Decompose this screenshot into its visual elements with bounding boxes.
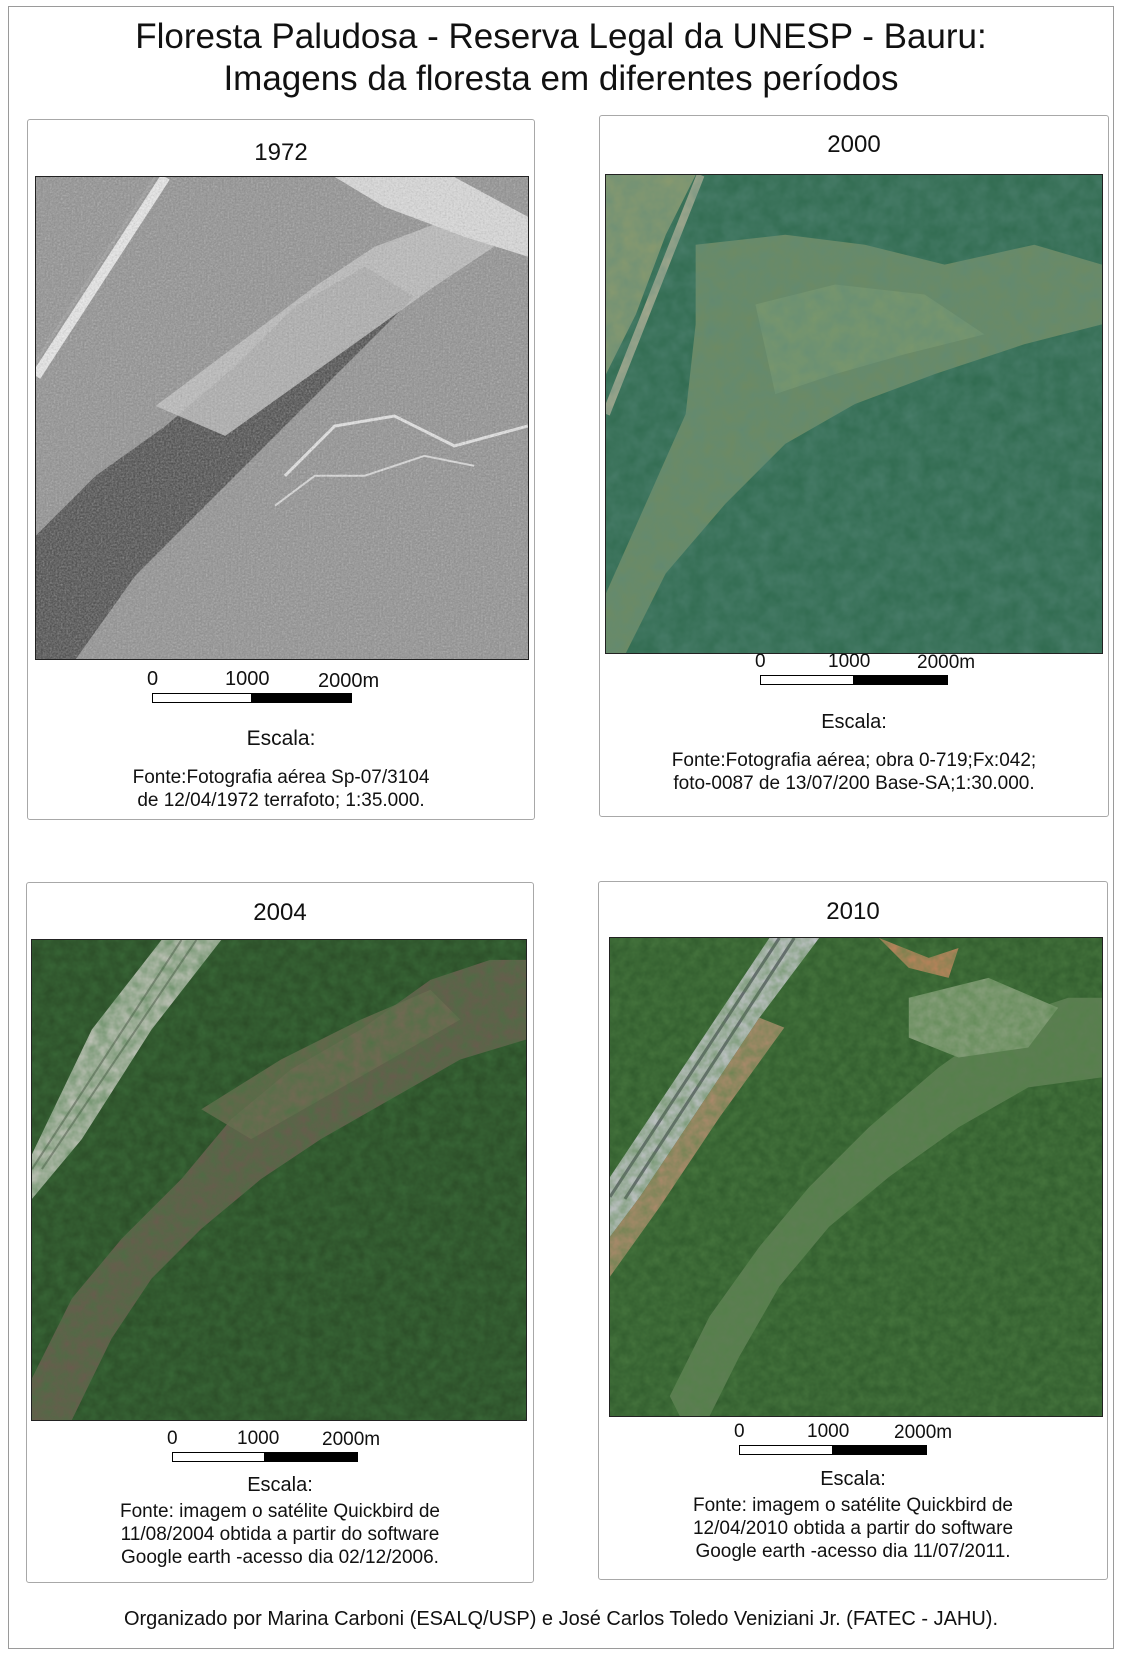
source-caption: Fonte: imagem o satélite Quickbird de 11… [27, 1500, 533, 1569]
scale-label-max: 2000m [322, 1429, 381, 1450]
scale-label-max: 2000m [894, 1422, 953, 1443]
scale-bar: 0 1000 2000m [755, 651, 1020, 701]
scale-label-mid: 1000 [225, 668, 270, 690]
scale-bar: 0 1000 2000m [734, 1421, 999, 1467]
panel-1972: 1972 0 1000 2000m Escala: Fonte:Fotograf… [27, 119, 535, 820]
scale-label-0: 0 [167, 1428, 178, 1449]
scale-label-max: 2000m [917, 652, 976, 673]
source-line-1: Fonte:Fotografia aérea Sp-07/3104 [132, 767, 430, 788]
satellite-image-2004 [31, 939, 527, 1421]
scale-segment-white [172, 1452, 265, 1462]
source-line-1: Fonte: imagem o satélite Quickbird de [693, 1495, 1013, 1516]
panel-year: 2000 [827, 131, 881, 158]
scale-heading: Escala: [247, 1474, 313, 1496]
source-caption: Fonte:Fotografia aérea Sp-07/3104 de 12/… [28, 766, 534, 812]
satellite-image-2010 [609, 937, 1103, 1417]
source-line-1: Fonte: imagem o satélite Quickbird de [120, 1501, 440, 1522]
scale-segment-black [833, 1445, 927, 1455]
scale-label-mid: 1000 [237, 1428, 280, 1449]
source-caption: Fonte:Fotografia aérea; obra 0-719;Fx:04… [600, 749, 1108, 795]
scale-heading: Escala: [246, 727, 316, 750]
scale-segment-white [760, 675, 854, 685]
source-line-2: 11/08/2004 obtida a partir do software [120, 1524, 440, 1545]
scale-label-0: 0 [755, 651, 766, 672]
scale-bar: 0 1000 2000m [147, 668, 412, 708]
panel-2004: 2004 0 1000 2000m Escala: Fonte: imagem … [26, 882, 534, 1583]
scale-heading: Escala: [821, 711, 887, 733]
scale-heading: Escala: [820, 1468, 886, 1490]
scale-segment-white [152, 693, 252, 703]
source-caption: Fonte: imagem o satélite Quickbird de 12… [599, 1494, 1107, 1563]
scale-segment-black [252, 693, 352, 703]
panel-year: 2010 [826, 898, 880, 925]
outer-frame [8, 6, 1114, 1649]
scale-segment-black [854, 675, 948, 685]
source-line-3: Google earth -acesso dia 11/07/2011. [695, 1541, 1011, 1562]
panel-year: 2004 [253, 899, 307, 926]
source-line-2: foto-0087 de 13/07/200 Base-SA;1:30.000. [673, 773, 1035, 794]
scale-label-0: 0 [147, 668, 159, 690]
scale-label-mid: 1000 [807, 1421, 850, 1442]
credits-footer: Organizado por Marina Carboni (ESALQ/USP… [123, 1608, 999, 1630]
scale-segment-black [265, 1452, 358, 1462]
panel-2010: 2010 0 1000 2000m Escala: Fonte: imagem … [598, 881, 1108, 1580]
scale-bar: 0 1000 2000m [167, 1428, 432, 1473]
aerial-photo-1972 [35, 176, 529, 660]
scale-segment-white [739, 1445, 833, 1455]
source-line-1: Fonte:Fotografia aérea; obra 0-719;Fx:04… [671, 750, 1037, 771]
panel-year: 1972 [254, 139, 308, 166]
aerial-photo-2000 [605, 174, 1103, 654]
scale-label-max: 2000m [318, 670, 380, 692]
source-line-3: Google earth -acesso dia 02/12/2006. [121, 1547, 439, 1568]
source-line-2: 12/04/2010 obtida a partir do software [692, 1518, 1014, 1539]
title-line-2: Imagens da floresta em diferentes períod… [223, 59, 899, 98]
source-line-2: de 12/04/1972 terrafoto; 1:35.000. [137, 790, 425, 811]
scale-label-mid: 1000 [828, 651, 871, 672]
panel-2000: 2000 0 1000 2000m Escala: Fonte:Fotograf… [599, 115, 1109, 817]
scale-label-0: 0 [734, 1421, 745, 1442]
page-title: Floresta Paludosa - Reserva Legal da UNE… [0, 16, 1122, 100]
title-line-1: Floresta Paludosa - Reserva Legal da UNE… [135, 17, 987, 56]
